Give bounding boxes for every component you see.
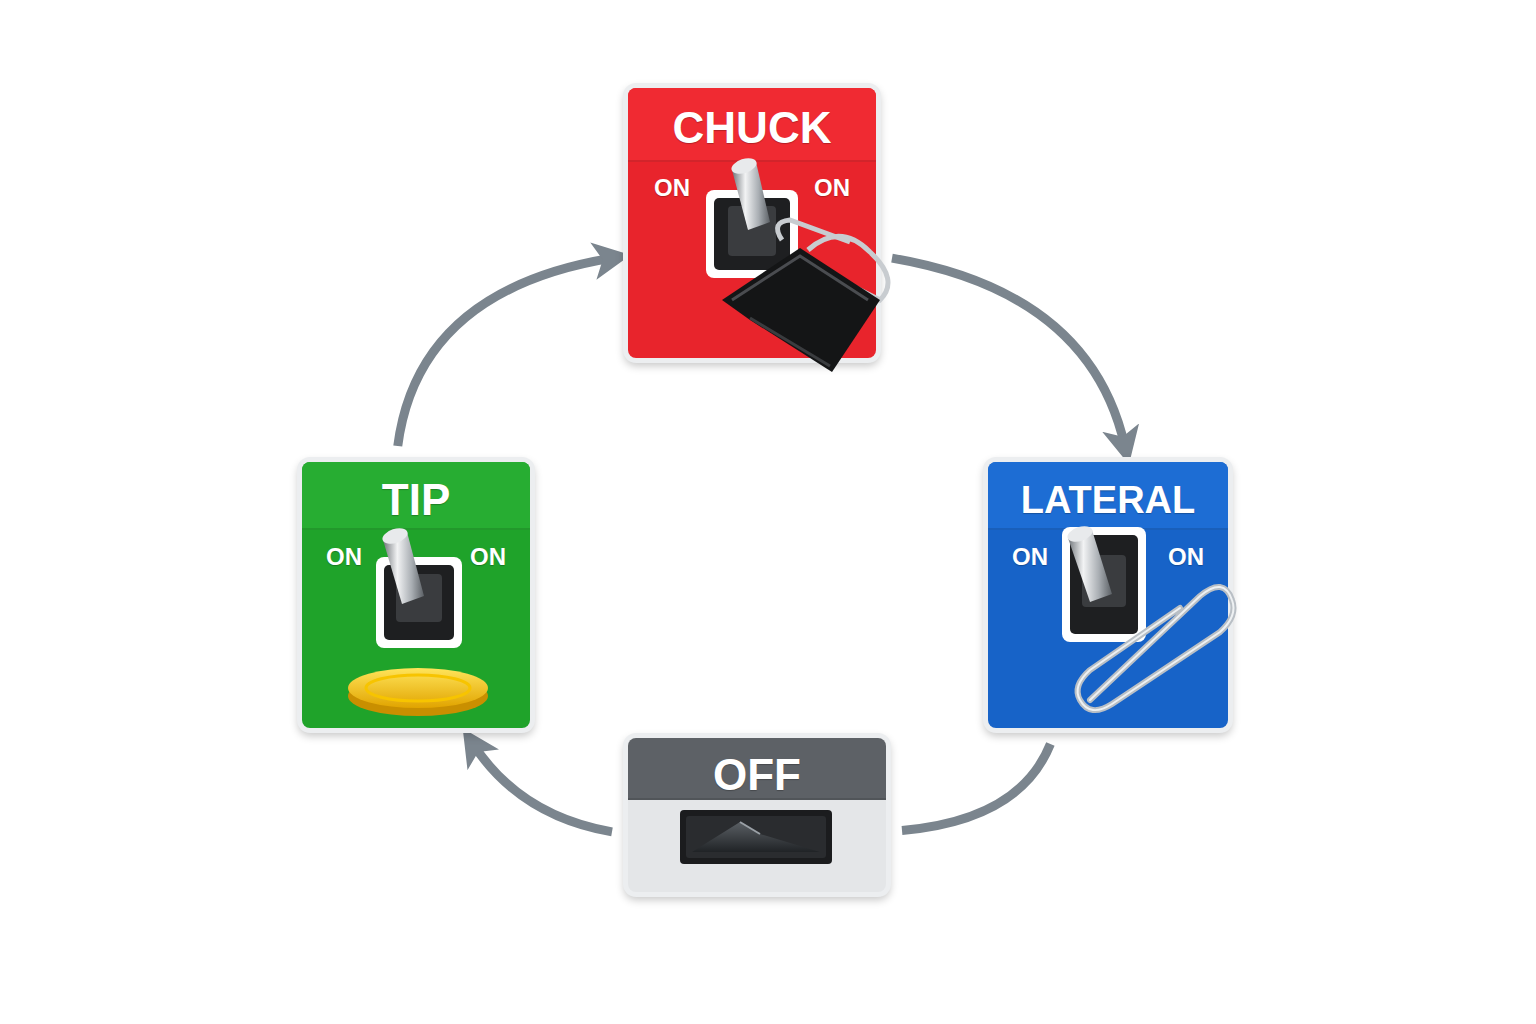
toggle-switch xyxy=(1062,523,1146,642)
on-label: ON xyxy=(1012,545,1048,569)
switch-title: TIP xyxy=(382,478,450,522)
switch-title: CHUCK xyxy=(673,106,832,150)
cycle-arrow xyxy=(398,258,612,446)
on-label: ON xyxy=(470,545,506,569)
cycle-arrow xyxy=(902,744,1050,830)
switch-title: LATERAL xyxy=(1021,481,1196,519)
binder-clip xyxy=(722,220,888,372)
switch-panel: TIP ON ON xyxy=(302,462,530,728)
paper-clip xyxy=(1078,587,1234,710)
on-label: ON xyxy=(814,176,850,200)
cycle-arrow xyxy=(473,744,612,832)
switch-panel: CHUCK ON ON xyxy=(628,88,876,358)
toggle-switch xyxy=(376,525,462,648)
switch-panel: OFF xyxy=(628,738,886,892)
on-label: ON xyxy=(326,545,362,569)
on-label: ON xyxy=(1168,545,1204,569)
cycle-arrow xyxy=(892,258,1125,446)
switch-panel: LATERAL ON ON xyxy=(988,462,1228,728)
switch-title: OFF xyxy=(713,753,801,797)
gold-coin xyxy=(348,668,488,716)
on-label: ON xyxy=(654,176,690,200)
toggle-switch xyxy=(706,155,798,278)
rocker-switch xyxy=(680,810,832,864)
